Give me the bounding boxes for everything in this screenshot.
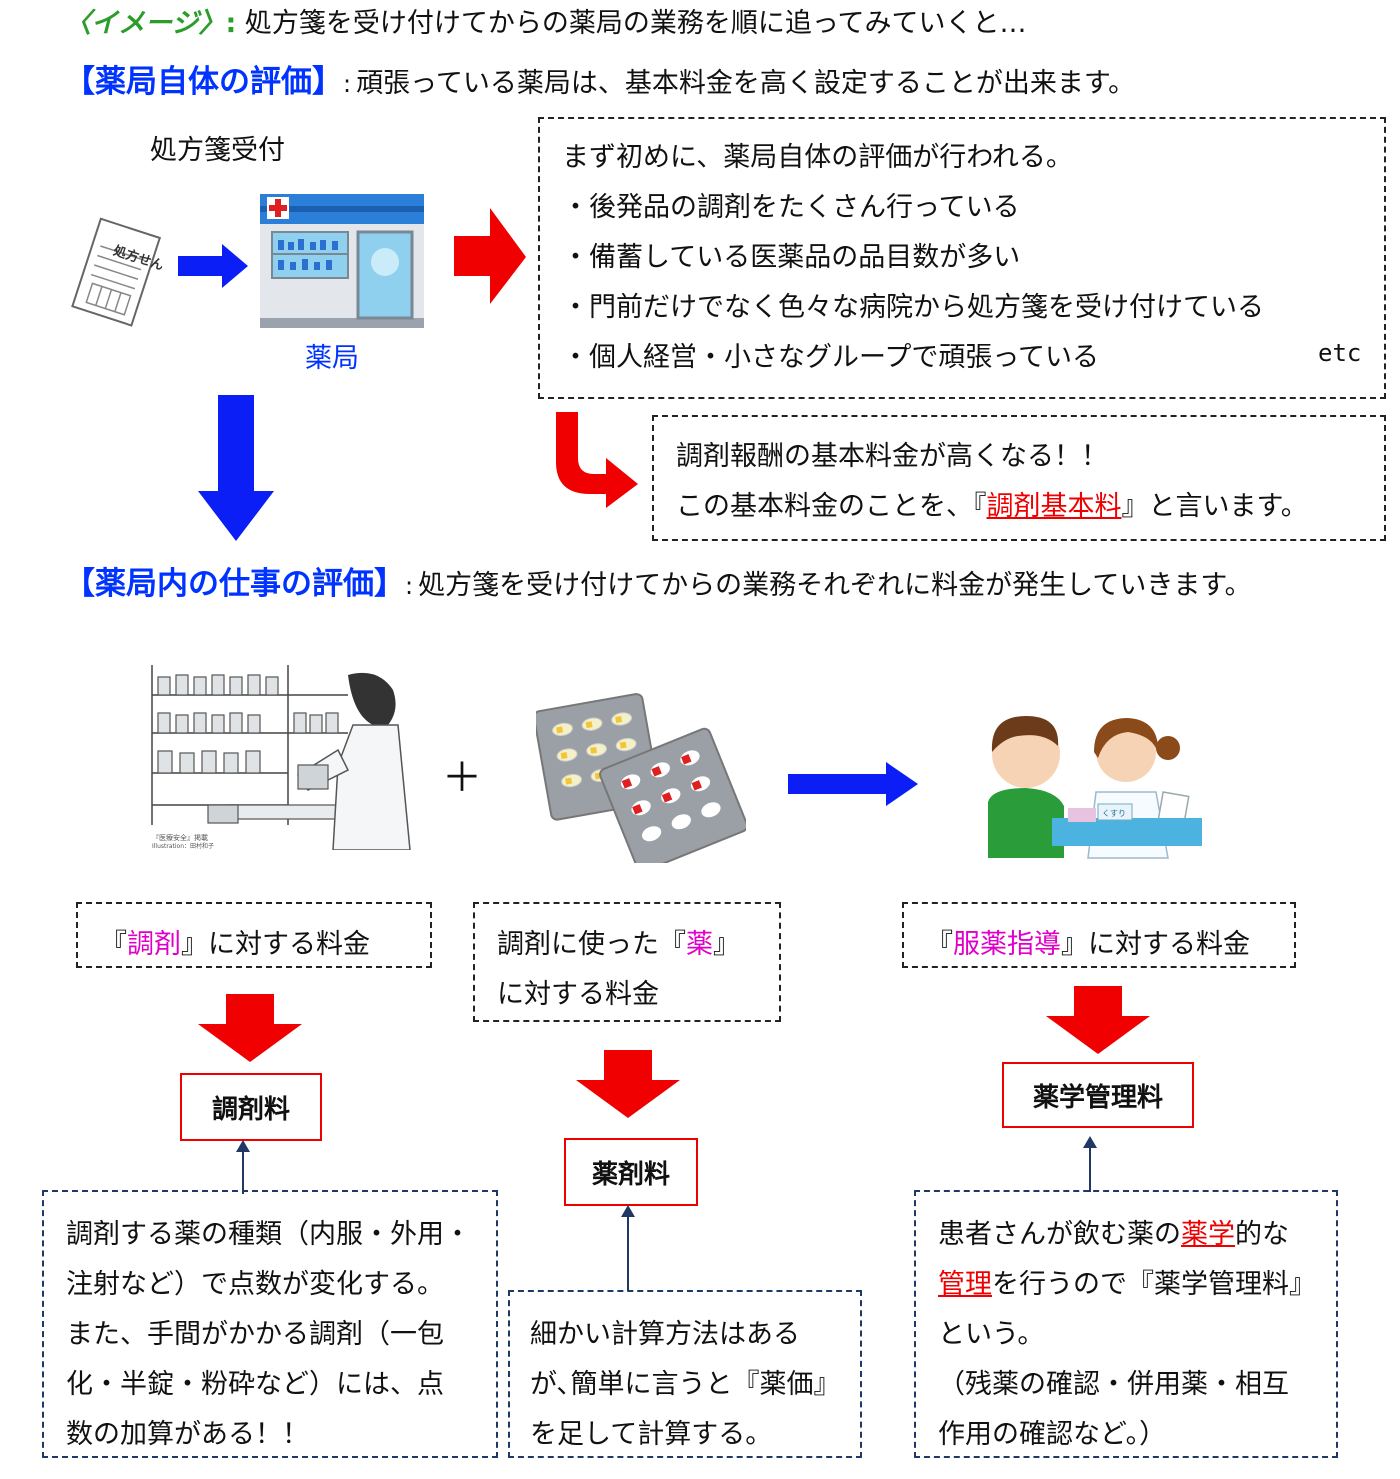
drug-charge-post: 』	[713, 929, 740, 960]
medicine-box-label: くすり	[1102, 809, 1126, 818]
guidance-note-line-3: という。	[938, 1319, 1045, 1350]
reception-label: 処方箋受付	[150, 135, 285, 166]
dispensing-charge-box	[76, 902, 432, 968]
result-line-1: 調剤報酬の基本料金が高くなる！！	[676, 441, 1108, 472]
illustration-credit-1: 『医療安全』掲載	[152, 833, 208, 842]
basic-dispensing-fee-term: 調剤基本料	[986, 491, 1122, 522]
guidance-note-line-4: （残薬の確認・併用薬・相互	[938, 1369, 1289, 1400]
arrow-curved-red	[556, 412, 638, 508]
plus-sign: ＋	[442, 755, 482, 801]
dispensing-charge-pre: 『	[100, 929, 127, 960]
drug-note-line-2: が､簡単に言うと『薬価』	[530, 1369, 841, 1400]
guidance-note-box	[914, 1190, 1338, 1458]
guidance-charge-pre: 『	[926, 929, 953, 960]
image-intro-line: 〈イメージ〉: 処方箋を受け付けてからの薬局の業務を順に追ってみていくと…	[64, 8, 1027, 40]
dispensing-charge-post: 』に対する料金	[181, 929, 370, 960]
dispensing-charge-label: 『調剤』に対する料金	[100, 922, 370, 961]
arrow-down-blue-large	[198, 395, 274, 541]
pharmacy-eval-heading: 【薬局自体の評価】: 頑張っている薬局は、基本料金を高く設定することが出来ます。	[64, 56, 1135, 101]
pharmacist-dispensing-illustration: 『医療安全』掲載 Illustration：田村和子	[151, 665, 411, 850]
result-line-2-pre: この基本料金のことを、『	[676, 491, 987, 522]
guidance-note-line-2: 管理を行うので『薬学管理料』	[938, 1262, 1316, 1301]
eval-line-1: まず初めに、薬局自体の評価が行われる。	[562, 142, 1073, 173]
work-eval-colon: :	[405, 572, 414, 600]
arrow-down-red-1	[198, 994, 302, 1062]
drug-charge-box	[473, 902, 781, 1022]
dispensing-note-line-1: 調剤する薬の種類（内服・外用・	[66, 1219, 471, 1250]
drug-note-line-3: を足して計算する。	[530, 1419, 773, 1450]
pharmacy-eval-criteria-box	[538, 117, 1386, 399]
patient-consultation-illustration: くすり	[988, 716, 1202, 859]
pharmacy-eval-text: 頑張っている薬局は、基本料金を高く設定することが出来ます。	[356, 68, 1136, 99]
result-line-2: この基本料金のことを、『調剤基本料』と言います。	[676, 484, 1308, 523]
guidance-note-line-1-post: 的な	[1235, 1219, 1289, 1250]
drug-fee-box: 薬剤料	[564, 1138, 698, 1206]
guidance-note-line-1: 患者さんが飲む薬の薬学的な	[938, 1212, 1289, 1251]
dispensing-note-line-3: また、手間がかかる調剤（一包	[66, 1319, 444, 1350]
eval-line-2: ・後発品の調剤をたくさん行っている	[562, 192, 1020, 223]
guidance-charge-post: 』に対する料金	[1061, 929, 1250, 960]
eval-line-5: ・個人経営・小さなグループで頑張っている	[562, 342, 1100, 373]
image-colon: :	[225, 8, 237, 39]
basic-fee-result-box	[652, 415, 1386, 541]
arrow-right-blue-middle	[788, 762, 918, 806]
work-eval-title: 【薬局内の仕事の評価】	[64, 566, 405, 602]
eval-line-4: ・門前だけでなく色々な病院から処方箋を受け付けている	[562, 292, 1264, 323]
eval-line-3: ・備蓄している医薬品の品目数が多い	[562, 242, 1021, 273]
drug-charge-pre: 調剤に使った『	[497, 929, 686, 960]
arrow-down-red-2	[576, 1050, 680, 1118]
arrow-right-red	[454, 208, 526, 304]
drug-note-box	[508, 1290, 862, 1458]
pharmacy-label: 薬局	[305, 343, 359, 374]
dispensing-note-line-2: 注射など）で点数が変化する。	[66, 1269, 444, 1300]
work-eval-text: 処方箋を受け付けてからの業務それぞれに料金が発生していきます。	[418, 570, 1252, 601]
eval-etc: etc	[1318, 339, 1362, 367]
dispensing-term: 調剤	[127, 929, 181, 960]
arrow-right-blue-small	[178, 244, 248, 288]
dispensing-note-line-5: 数の加算がある！！	[66, 1419, 309, 1450]
pharmacy-building-illustration	[260, 194, 424, 328]
arrow-down-red-3	[1046, 986, 1150, 1054]
guidance-term: 服薬指導	[953, 929, 1061, 960]
result-line-2-post: 』と言います。	[1121, 491, 1308, 522]
guidance-note-line-2-post: を行うので『薬学管理料』	[992, 1269, 1316, 1300]
drug-charge-line-1: 調剤に使った『薬』	[497, 922, 740, 961]
dispensing-fee-box: 調剤料	[180, 1073, 322, 1141]
pharmacy-eval-colon: :	[343, 70, 352, 98]
pharmaceutical-management-fee-box: 薬学管理料	[1002, 1062, 1194, 1128]
guidance-charge-box	[902, 902, 1296, 968]
management-term: 管理	[938, 1269, 992, 1300]
drug-term: 薬	[686, 929, 713, 960]
pharmaceutical-term: 薬学	[1181, 1219, 1235, 1250]
connector-arrow-1	[236, 1140, 250, 1194]
guidance-charge-label: 『服薬指導』に対する料金	[926, 922, 1250, 961]
drug-note-line-1: 細かい計算方法はある	[530, 1319, 800, 1350]
guidance-note-line-1-pre: 患者さんが飲む薬の	[938, 1219, 1181, 1250]
illustration-credit-2: Illustration：田村和子	[152, 842, 214, 850]
work-eval-heading: 【薬局内の仕事の評価】: 処方箋を受け付けてからの業務それぞれに料金が発生してい…	[64, 558, 1252, 603]
pharmacy-eval-title: 【薬局自体の評価】	[64, 64, 343, 100]
guidance-note-line-5: 作用の確認など。）	[938, 1419, 1167, 1450]
drug-charge-line-2: に対する料金	[497, 979, 659, 1010]
image-label: 〈イメージ〉	[64, 8, 226, 39]
connector-arrow-2	[621, 1205, 635, 1291]
medicine-blister-pack-illustration	[536, 693, 746, 863]
prescription-paper-illustration: 処方せん	[71, 217, 162, 327]
connector-arrow-3	[1083, 1136, 1097, 1192]
dispensing-note-line-4: 化・半錠・粉砕など）には、点	[66, 1369, 444, 1400]
dispensing-note-box	[42, 1190, 498, 1458]
image-text: 処方箋を受け付けてからの薬局の業務を順に追ってみていくと…	[244, 8, 1027, 39]
